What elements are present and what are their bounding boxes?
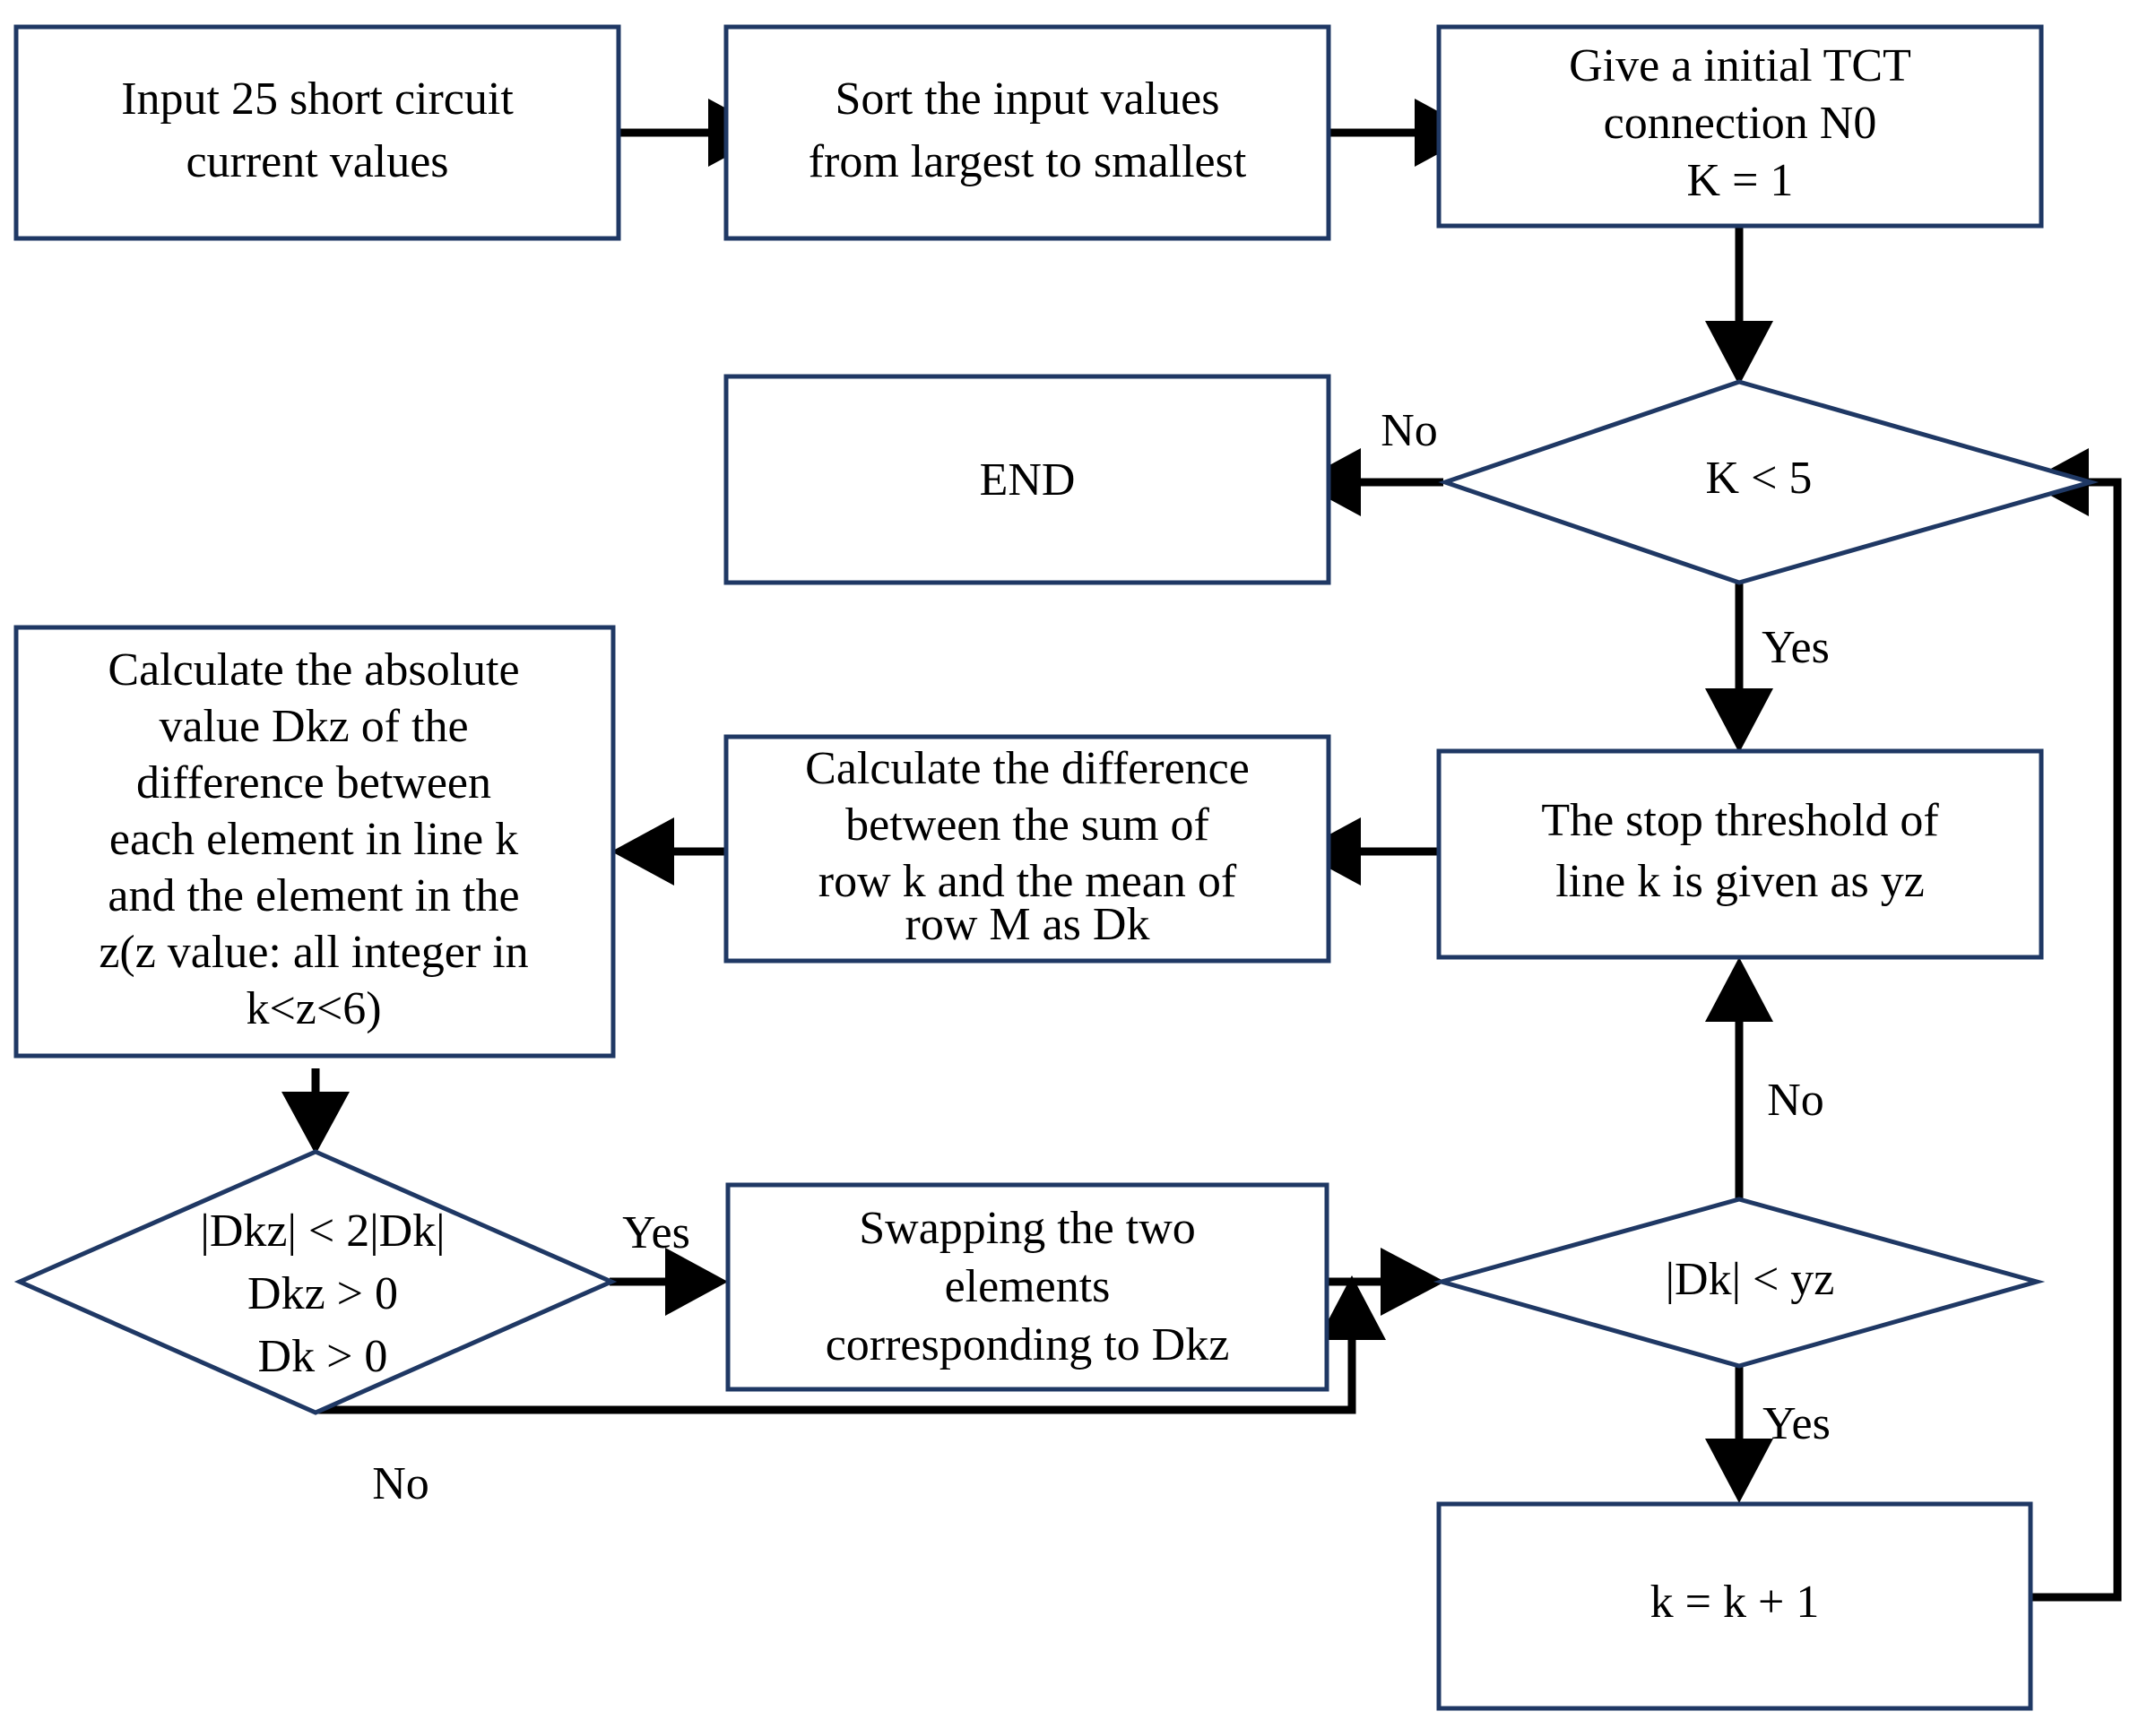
edge-dkyzcheck-no-to-threshold [1705, 957, 1773, 1201]
edge-dkyzcheck-yes-to-increment [1705, 1364, 1773, 1503]
edge-label-dkyz-no: No [1767, 1075, 1824, 1126]
node-calc-dkz-line-4: and the element in the [108, 870, 519, 921]
edge-dkzcheck-yes-to-swap [610, 1248, 728, 1316]
edge-label-dkz-no: No [372, 1458, 429, 1509]
node-input-line-1: current values [186, 136, 448, 187]
node-swap[interactable]: Swapping the two elements corresponding … [725, 1182, 1329, 1392]
node-dk-yz-check[interactable]: |Dk| < yz [1433, 1197, 2046, 1369]
node-dkz-check-line-2: Dk > 0 [258, 1331, 388, 1382]
node-init[interactable]: Give a initial TCT connection N0 K = 1 [1436, 24, 2044, 229]
node-dkz-check[interactable]: |Dkz| < 2|Dk| Dkz > 0 Dk > 0 [13, 1149, 618, 1415]
edge-label-dkz-yes: Yes [622, 1207, 690, 1258]
edge-increment-loop-to-k5 [2026, 448, 2122, 1602]
node-calc-dk[interactable]: Calculate the difference between the sum… [723, 734, 1331, 964]
node-calc-dkz-line-6: k<z<6) [246, 983, 381, 1034]
node-calc-dkz-line-2: difference between [136, 757, 491, 808]
node-threshold-line-0: The stop threshold of [1541, 795, 1939, 846]
node-increment-label: k = k + 1 [1650, 1577, 1820, 1628]
node-end[interactable]: END [723, 374, 1331, 585]
edge-label-k5-yes: Yes [1762, 622, 1830, 673]
node-init-line-1: connection N0 [1604, 98, 1877, 149]
node-calc-dk-line-2: row k and the mean of [818, 856, 1237, 907]
node-input-line-0: Input 25 short circuit [121, 73, 514, 125]
node-input[interactable]: Input 25 short circuit current values [13, 24, 621, 241]
node-sort[interactable]: Sort the input values from largest to sm… [723, 24, 1331, 241]
node-swap-line-0: Swapping the two [859, 1203, 1196, 1254]
node-swap-line-1: elements [945, 1261, 1111, 1312]
node-dk-yz-check-label: |Dk| < yz [1666, 1254, 1835, 1305]
edge-calcdkz-to-dkzcheck [281, 1068, 350, 1154]
node-dkz-check-line-1: Dkz > 0 [247, 1268, 398, 1319]
edge-k5-yes-to-threshold [1705, 581, 1773, 753]
edge-label-k5-no: No [1381, 405, 1438, 456]
node-calc-dk-line-1: between the sum of [845, 799, 1209, 851]
node-calc-dkz-line-5: z(z value: all integer in [99, 927, 528, 978]
node-k-less-5-label: K < 5 [1706, 453, 1813, 504]
node-increment[interactable]: k = k + 1 [1436, 1501, 2033, 1711]
node-init-line-0: Give a initial TCT [1569, 40, 1911, 91]
node-end-label: END [980, 454, 1076, 506]
node-sort-line-0: Sort the input values [836, 73, 1220, 125]
node-threshold-line-1: line k is given as yz [1555, 856, 1925, 907]
node-init-line-2: K = 1 [1687, 155, 1794, 206]
node-k-less-5[interactable]: K < 5 [1438, 379, 2100, 585]
edge-calcdk-to-calcdkz [611, 817, 726, 886]
node-calc-dkz-line-3: each element in line k [109, 814, 518, 865]
node-calc-dk-line-3: row M as Dk [905, 899, 1150, 950]
node-calc-dk-line-0: Calculate the difference [805, 743, 1250, 794]
node-swap-line-2: corresponding to Dkz [826, 1319, 1230, 1370]
node-calc-dkz[interactable]: Calculate the absolute value Dkz of the … [13, 625, 616, 1059]
edge-init-to-k5 [1705, 222, 1773, 385]
node-calc-dkz-line-0: Calculate the absolute [108, 644, 519, 696]
edge-dkzcheck-no-loop [316, 1275, 1386, 1414]
node-sort-line-1: from largest to smallest [809, 136, 1247, 187]
node-dkz-check-line-0: |Dkz| < 2|Dk| [200, 1206, 445, 1257]
node-calc-dkz-line-1: value Dkz of the [159, 701, 468, 752]
node-threshold[interactable]: The stop threshold of line k is given as… [1436, 748, 2044, 960]
edge-label-dkyz-yes: Yes [1762, 1398, 1831, 1449]
